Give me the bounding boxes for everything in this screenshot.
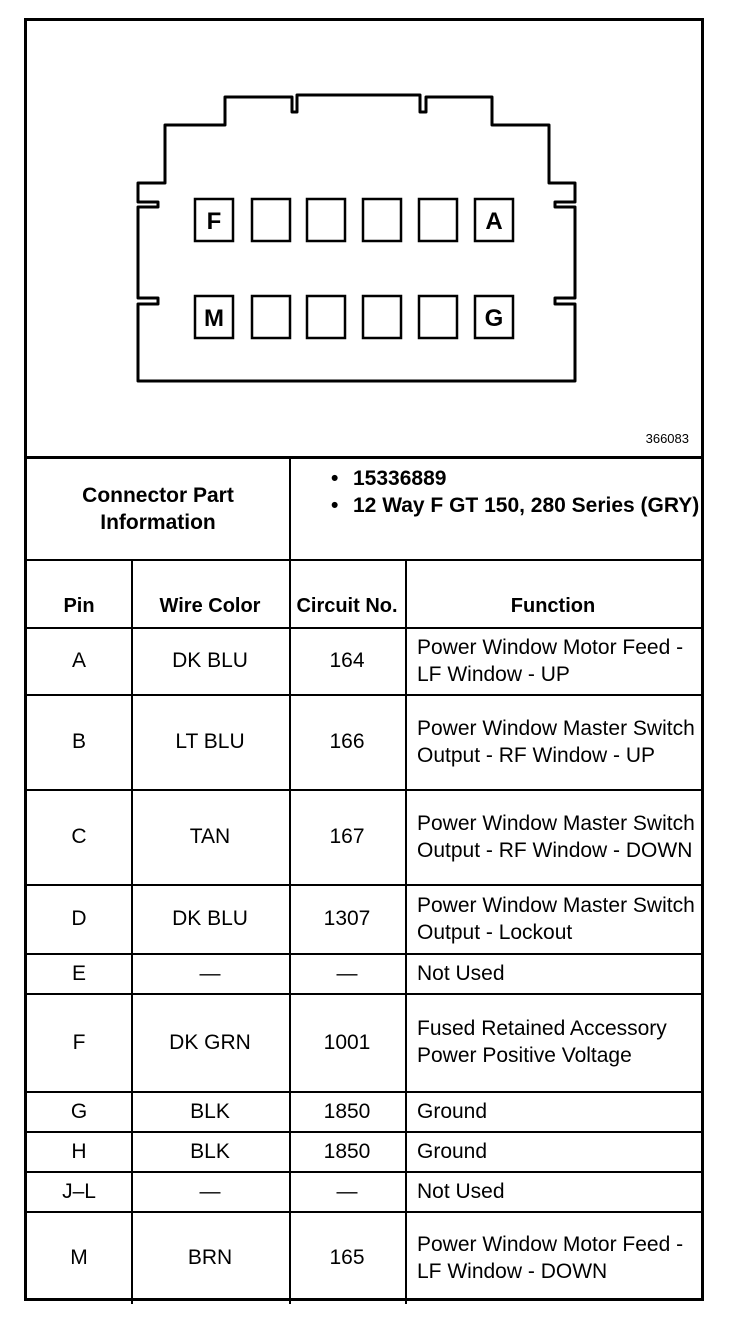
table-divider bbox=[27, 1131, 701, 1133]
connector-part-info-values: 15336889 12 Way F GT 150, 280 Series (GR… bbox=[289, 459, 701, 559]
pin-cavity-box bbox=[305, 197, 347, 243]
pin-cavity-bottom-6: G bbox=[473, 294, 515, 340]
pin-cavity-box bbox=[417, 197, 459, 243]
circuit-number-cell: 1850 bbox=[323, 1139, 371, 1163]
pin-cavity-box bbox=[417, 294, 459, 340]
circuit-number-cell: 166 bbox=[329, 730, 365, 753]
header-function: Function bbox=[510, 595, 596, 617]
function-cell: Ground bbox=[417, 1099, 488, 1123]
pin-cavity-top-5 bbox=[417, 197, 459, 243]
table-divider bbox=[27, 559, 701, 561]
wire-color-cell: BLK bbox=[190, 1099, 230, 1123]
pin-cavity-box bbox=[361, 197, 403, 243]
header-pin: Pin bbox=[63, 595, 95, 617]
pin-cavity-box bbox=[473, 197, 515, 243]
wire-color-cell: — bbox=[199, 1179, 221, 1203]
table-divider bbox=[27, 1171, 701, 1173]
function-cell: Power Window Master Switch Output - RF W… bbox=[417, 811, 695, 862]
wire-color-cell: DK BLU bbox=[172, 649, 248, 672]
wire-color-cell: LT BLU bbox=[175, 730, 245, 753]
table-divider bbox=[27, 789, 701, 791]
function-cell: Not Used bbox=[417, 1179, 505, 1203]
pin-cell: C bbox=[71, 825, 87, 848]
circuit-number-cell: 1001 bbox=[323, 1030, 371, 1054]
pin-cavity-bottom-4 bbox=[361, 294, 403, 340]
part-number: 15336889 bbox=[331, 465, 701, 492]
table-divider bbox=[27, 993, 701, 995]
pin-cell: J–L bbox=[62, 1179, 96, 1203]
table-divider bbox=[27, 884, 701, 886]
circuit-number-cell: — bbox=[336, 961, 358, 985]
wire-color-cell: DK BLU bbox=[172, 907, 248, 930]
column-divider bbox=[289, 561, 291, 1304]
pin-cavity-bottom-5 bbox=[417, 294, 459, 340]
wire-color-cell: — bbox=[199, 961, 221, 985]
pin-label: F bbox=[207, 208, 222, 235]
pin-cavity-bottom-1: M bbox=[193, 294, 235, 340]
table-divider bbox=[27, 627, 701, 629]
table-divider bbox=[27, 1211, 701, 1213]
pin-cell: M bbox=[70, 1246, 88, 1269]
circuit-number-cell: — bbox=[336, 1179, 358, 1203]
pin-cavity-top-1: F bbox=[193, 197, 235, 243]
pin-label: G bbox=[485, 305, 504, 332]
pin-cavity-box bbox=[305, 294, 347, 340]
connector-outline bbox=[136, 93, 577, 383]
function-cell: Power Window Motor Feed - LF Window - UP bbox=[417, 635, 684, 686]
pin-cell: H bbox=[71, 1139, 87, 1163]
pin-cavity-top-4 bbox=[361, 197, 403, 243]
circuit-number-cell: 1307 bbox=[323, 907, 371, 930]
column-divider bbox=[131, 561, 133, 1304]
wire-color-cell: DK GRN bbox=[169, 1030, 251, 1054]
function-cell: Power Window Master Switch Output - RF W… bbox=[417, 716, 695, 767]
pin-label: M bbox=[204, 305, 224, 332]
circuit-number-cell: 165 bbox=[329, 1246, 365, 1269]
pin-cell: F bbox=[72, 1030, 86, 1054]
wire-color-cell: TAN bbox=[189, 825, 231, 848]
diagram-reference-number: 366083 bbox=[645, 431, 689, 446]
header-circuit-no: Circuit No. bbox=[296, 595, 398, 617]
connector-type: 12 Way F GT 150, 280 Series (GRY) bbox=[331, 492, 701, 519]
pin-cavity-top-6: A bbox=[473, 197, 515, 243]
connector-part-info-label: Connector Part Information bbox=[82, 484, 234, 534]
table-divider bbox=[27, 1091, 701, 1093]
table-divider bbox=[27, 953, 701, 955]
pin-cavity-top-2 bbox=[250, 197, 292, 243]
circuit-number-cell: 167 bbox=[329, 825, 365, 848]
pin-label: A bbox=[485, 208, 502, 235]
connector-diagram: F A M G 366083 bbox=[27, 21, 701, 459]
function-cell: Power Window Motor Feed - LF Window - DO… bbox=[417, 1232, 684, 1283]
pin-cavity-box bbox=[193, 294, 235, 340]
pin-cell: G bbox=[70, 1099, 88, 1123]
wire-color-cell: BRN bbox=[187, 1246, 233, 1269]
pin-cavity-bottom-3 bbox=[305, 294, 347, 340]
pin-cell: D bbox=[71, 907, 87, 930]
pin-cavity-box bbox=[361, 294, 403, 340]
wire-color-cell: BLK bbox=[190, 1139, 230, 1163]
pin-cavity-box bbox=[193, 197, 235, 243]
pin-cell: A bbox=[71, 649, 86, 672]
function-cell: Not Used bbox=[417, 961, 505, 985]
pin-cavity-box bbox=[473, 294, 515, 340]
table-divider bbox=[27, 694, 701, 696]
function-cell: Ground bbox=[417, 1139, 488, 1163]
column-divider bbox=[289, 459, 291, 559]
function-cell: Power Window Master Switch Output - Lock… bbox=[417, 893, 695, 944]
circuit-number-cell: 1850 bbox=[323, 1099, 371, 1123]
pin-cell: B bbox=[71, 730, 86, 753]
circuit-number-cell: 164 bbox=[329, 649, 365, 672]
pin-cavity-box bbox=[250, 294, 292, 340]
pin-cavity-bottom-2 bbox=[250, 294, 292, 340]
pin-cavity-box bbox=[250, 197, 292, 243]
connector-sheet: F A M G 366083 Connector Part Information 1… bbox=[24, 18, 704, 1304]
pin-cell: E bbox=[71, 961, 86, 985]
header-wire-color: Wire Color bbox=[159, 595, 261, 617]
pin-cavity-top-3 bbox=[305, 197, 347, 243]
connector-face-drawing: F A M G bbox=[136, 93, 577, 383]
column-divider bbox=[405, 561, 407, 1304]
function-cell: Fused Retained Accessory Power Positive … bbox=[417, 1017, 667, 1067]
